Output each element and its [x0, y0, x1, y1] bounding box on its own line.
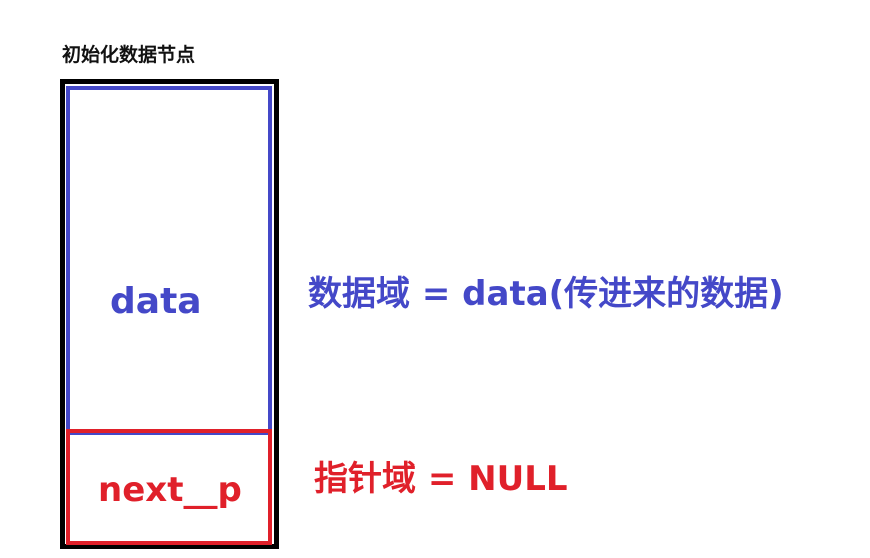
pointer-field-label: next__p [98, 470, 242, 510]
pointer-field-box [66, 429, 272, 545]
data-field-label: data [110, 281, 202, 322]
diagram-title: 初始化数据节点 [62, 44, 196, 66]
data-field-description: 数据域 = data(传进来的数据) [308, 274, 784, 314]
pointer-field-description: 指针域 = NULL [314, 459, 568, 499]
node-outline [60, 79, 279, 549]
data-field-box [66, 86, 272, 435]
